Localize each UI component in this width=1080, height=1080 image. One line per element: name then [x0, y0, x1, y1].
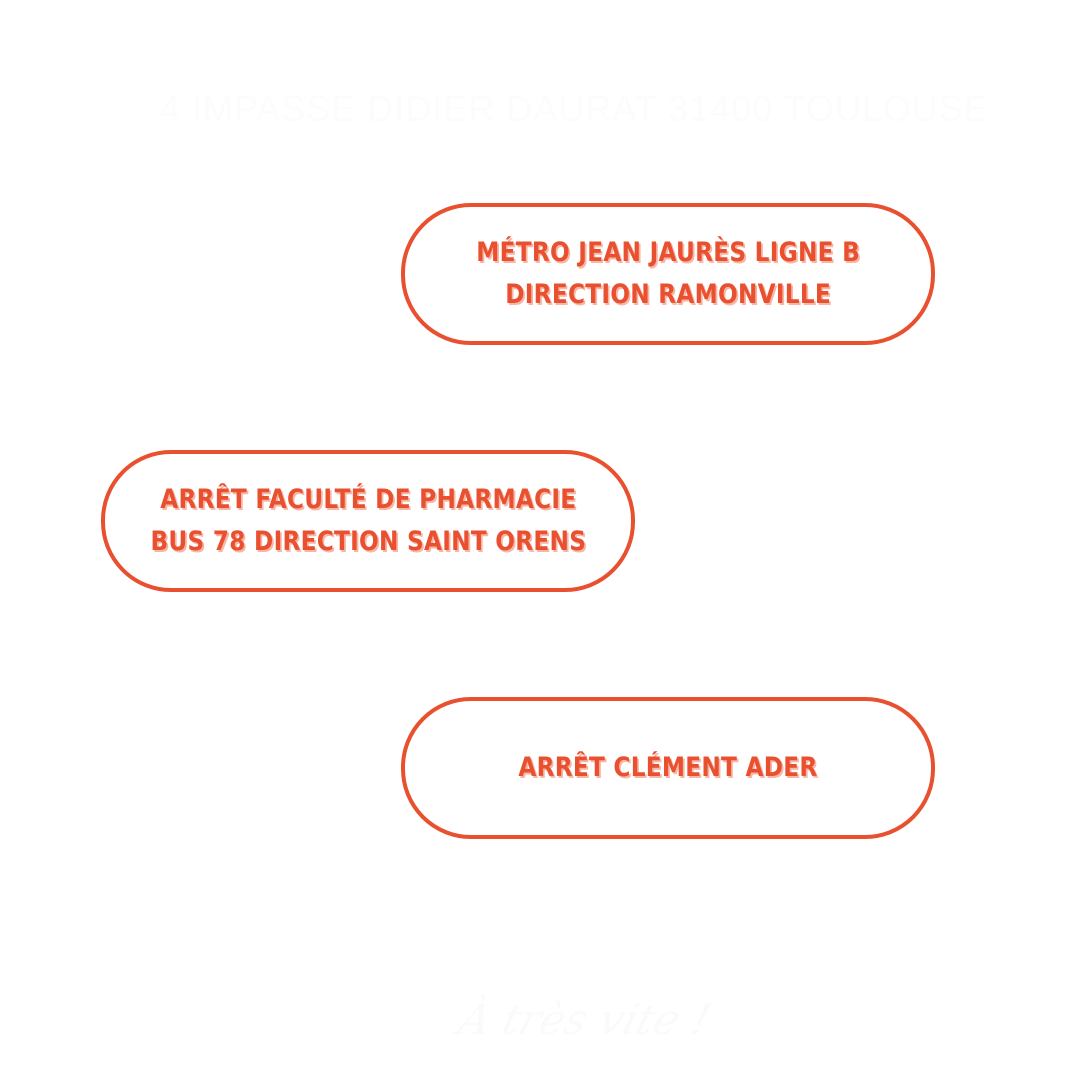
stop-line-2: DIRECTION RAMONVILLE	[505, 279, 831, 310]
stop-pill-metro: MÉTRO JEAN JAURÈS LIGNE B DIRECTION RAMO…	[401, 203, 935, 345]
stop-line-2: BUS 78 DIRECTION SAINT ORENS	[150, 526, 586, 557]
stop-pill-clement-ader: ARRÊT CLÉMENT ADER	[401, 697, 935, 839]
stop-line-1: ARRÊT CLÉMENT ADER	[518, 752, 818, 783]
stop-line-1: MÉTRO JEAN JAURÈS LIGNE B	[476, 237, 860, 268]
stop-line-1: ARRÊT FACULTÉ DE PHARMACIE	[159, 484, 577, 515]
closing-signature: À très vite !	[453, 995, 717, 1044]
stop-pill-bus: ARRÊT FACULTÉ DE PHARMACIE BUS 78 DIRECT…	[101, 450, 635, 592]
address-heading: 4 IMPASSE DIDIER DAURAT 31400 TOULOUSE	[160, 88, 989, 129]
